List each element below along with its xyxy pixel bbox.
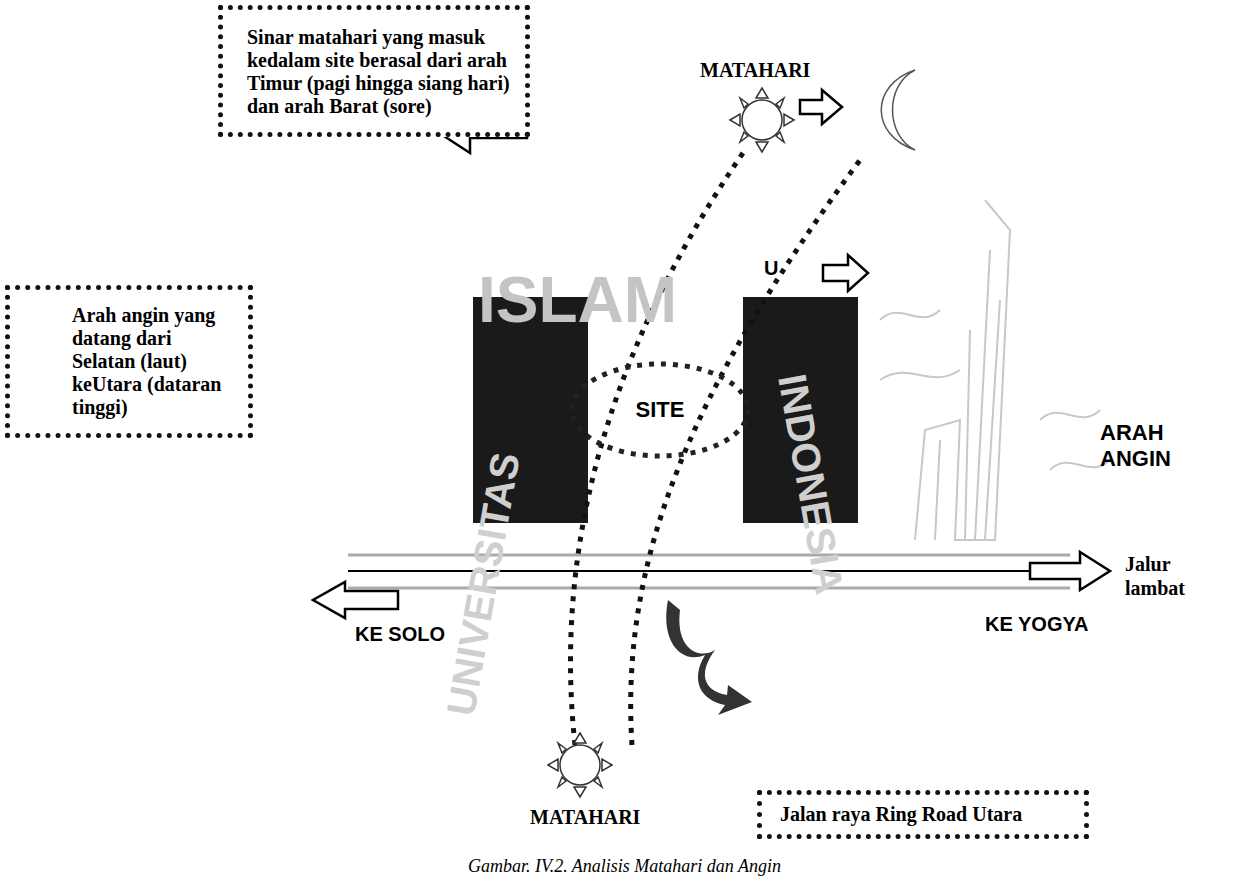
dotted-callout: Jalan raya Ring Road Utara: [757, 790, 1089, 839]
direction-label: KE YOGYA: [985, 612, 1088, 636]
wind-label: ARAH ANGIN: [1100, 420, 1210, 473]
arrow-to-yogya: [1030, 552, 1110, 590]
figure-caption: Gambar. IV.2. Analisis Matahari dan Angi…: [468, 856, 781, 877]
wind-sketch: [880, 200, 1110, 540]
road: [348, 555, 1070, 588]
sun-symbol: [548, 733, 612, 797]
sun-label: MATAHARI: [700, 58, 810, 82]
lane-label: Jalur lambat: [1125, 552, 1225, 600]
sun-label: MATAHARI: [530, 805, 640, 829]
site-ellipse: SITE: [568, 360, 752, 460]
leader-arrow: [666, 600, 752, 715]
sun-path: [571, 150, 860, 745]
site-label: SITE: [632, 397, 689, 423]
dotted-callout: Arah angin yang datang dari Selatan (lau…: [5, 285, 253, 438]
north-label: U: [764, 256, 778, 280]
direction-label: KE SOLO: [355, 622, 445, 646]
sun-symbol: [730, 88, 794, 152]
arrow-north: [823, 255, 868, 291]
callout-text: Jalan raya Ring Road Utara: [780, 803, 1072, 826]
watermark: ISLAM: [478, 262, 677, 339]
callout-text: Sinar matahari yang masuk kedalam site b…: [247, 26, 511, 118]
arrow-to-solo: [313, 582, 398, 618]
dotted-callout: Sinar matahari yang masuk kedalam site b…: [218, 5, 530, 137]
moon-symbol: [881, 70, 915, 150]
arrow-to-moon: [800, 90, 842, 124]
callout-text: Arah angin yang datang dari Selatan (lau…: [72, 304, 238, 419]
watermark: UNIVERSITAS: [436, 449, 529, 719]
